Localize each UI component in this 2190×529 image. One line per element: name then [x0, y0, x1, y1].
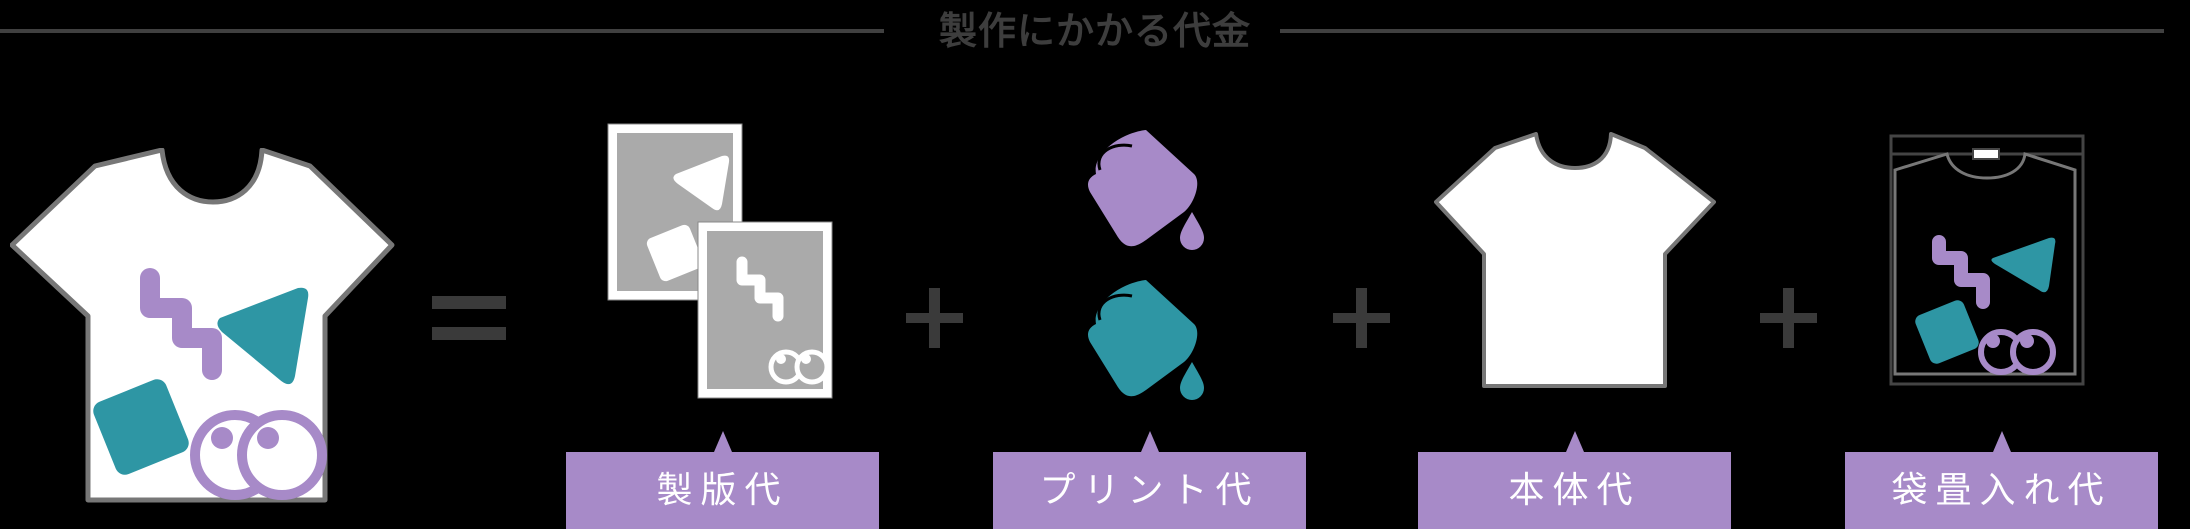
page-title: 製作にかかる代金	[938, 9, 1251, 53]
plus-sign-2	[1333, 288, 1390, 348]
paint-bucket-icon	[1084, 122, 1224, 400]
equals-sign	[432, 296, 506, 343]
heading-rule-right	[1280, 29, 2164, 33]
label-bagging-cost: 袋畳入れ代	[1845, 452, 2158, 529]
label-body-cost: 本体代	[1418, 452, 1731, 529]
printed-tshirt-icon	[9, 147, 400, 503]
plain-tshirt-icon	[1434, 132, 1716, 388]
label-plate-cost: 製版代	[566, 452, 879, 529]
bagged-tshirt-icon	[1889, 134, 2085, 386]
plus-sign-1	[906, 288, 963, 348]
plus-sign-3	[1760, 288, 1817, 348]
plate-icon	[606, 122, 838, 400]
heading-rule-left	[0, 29, 884, 33]
label-print-cost: プリント代	[993, 452, 1306, 529]
